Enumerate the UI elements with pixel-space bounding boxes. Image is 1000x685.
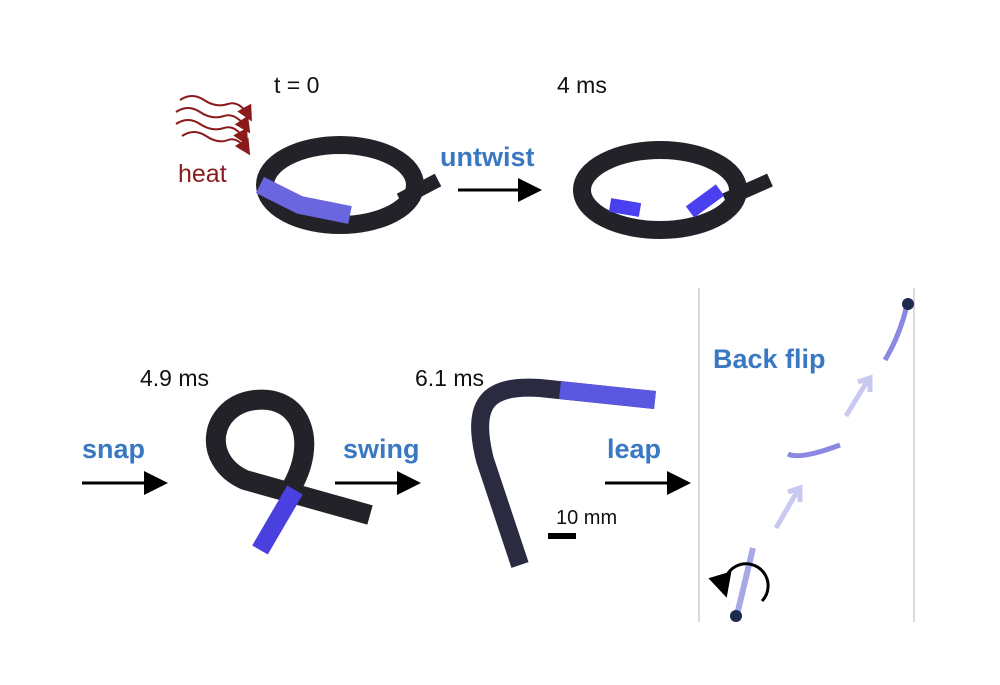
time-label-t0: t = 0 bbox=[274, 72, 320, 98]
action-snap: snap bbox=[82, 434, 146, 464]
heat-waves-icon bbox=[175, 95, 252, 156]
time-label-6-1ms: 6.1 ms bbox=[415, 365, 485, 391]
heat-label: heat bbox=[178, 160, 227, 188]
time-label-4ms: 4 ms bbox=[557, 72, 607, 98]
action-leap: leap bbox=[607, 434, 662, 464]
backflip-trajectory bbox=[708, 298, 914, 622]
knot-ribbon-4ms bbox=[573, 141, 773, 239]
arrows bbox=[82, 178, 691, 495]
loop-ribbon-4-9ms bbox=[205, 389, 373, 555]
knot-ribbon-t0 bbox=[255, 136, 442, 234]
time-label-4-9ms: 4.9 ms bbox=[140, 365, 210, 391]
action-swing: swing bbox=[343, 434, 420, 464]
arc-ribbon-6-1ms bbox=[471, 378, 656, 568]
backflip-label: Back flip bbox=[713, 344, 826, 374]
rotate-ccw-icon bbox=[708, 562, 770, 603]
scale-label: 10 mm bbox=[556, 507, 618, 529]
action-untwist: untwist bbox=[440, 142, 535, 172]
